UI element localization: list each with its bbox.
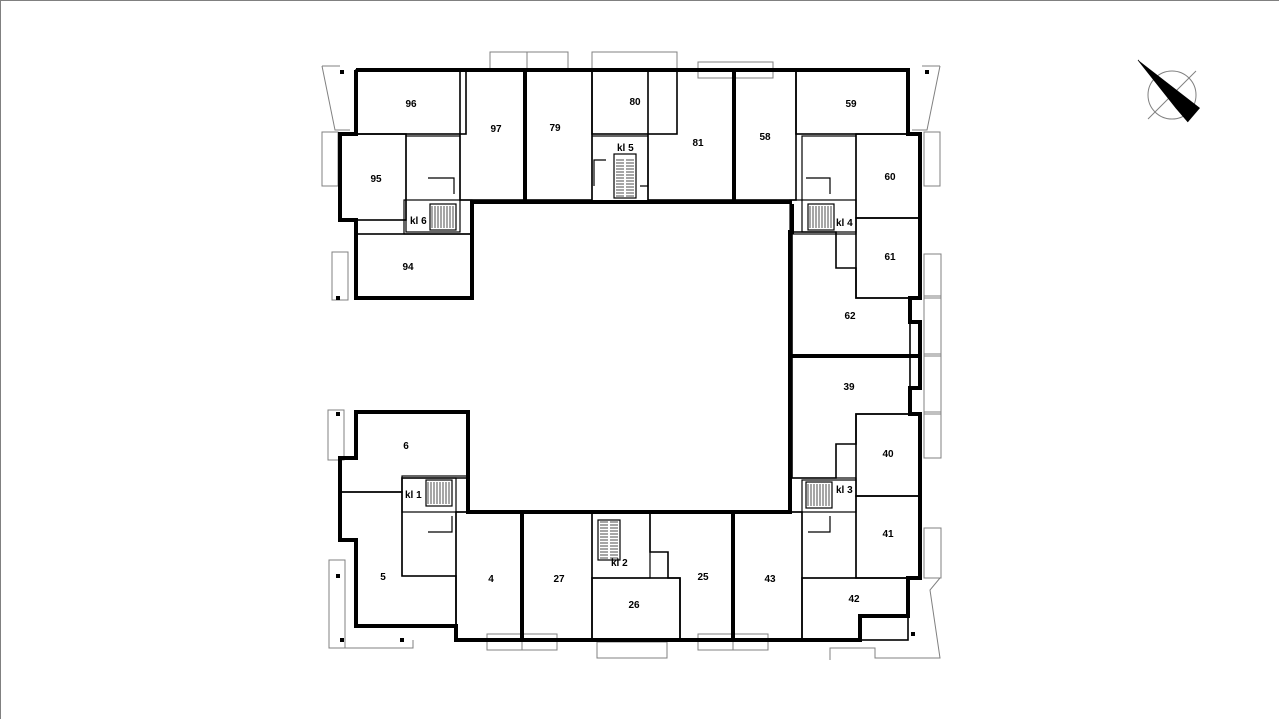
unit-41[interactable]: 41 (855, 495, 921, 579)
unit-60-label: 60 (884, 172, 896, 183)
unit-4[interactable]: 4 (455, 511, 523, 641)
unit-80-label: 80 (629, 97, 641, 108)
north-arrow-icon (1137, 59, 1200, 123)
unit-42[interactable]: 42 (801, 577, 909, 641)
stairwell-kl2[interactable]: kl 2 (591, 511, 651, 579)
unit-79[interactable]: 79 (524, 69, 593, 201)
stairwell-kl1[interactable]: kl 1 (401, 475, 469, 513)
unit-43[interactable]: 43 (732, 511, 803, 641)
units: 96 97 79 80 81 58 59 95 (339, 69, 921, 641)
unit-96-label: 96 (405, 99, 417, 110)
stairwell-kl4[interactable]: kl 4 (789, 199, 857, 235)
unit-4-label: 4 (488, 574, 494, 585)
unit-59[interactable]: 59 (795, 69, 909, 135)
unit-97-label: 97 (490, 124, 502, 135)
stairwell-kl6-label: kl 6 (410, 216, 427, 227)
unit-61[interactable]: 61 (855, 217, 921, 299)
unit-41-label: 41 (882, 529, 894, 540)
stairwell-kl4-label: kl 4 (836, 218, 853, 229)
stairwell-kl1-label: kl 1 (405, 490, 422, 501)
unit-79-label: 79 (549, 123, 561, 134)
stairwell-kl3-label: kl 3 (836, 485, 853, 496)
unit-42-label: 42 (848, 594, 860, 605)
unit-97[interactable]: 97 (459, 69, 526, 201)
unit-62-label: 62 (844, 311, 856, 322)
stairwells: kl 6 kl 5 kl 4 kl 3 kl 2 (401, 135, 857, 579)
unit-25-label: 25 (697, 572, 709, 583)
stairwell-kl2-label: kl 2 (611, 558, 628, 569)
stairwell-kl5-label: kl 5 (617, 143, 634, 154)
unit-58[interactable]: 58 (733, 69, 797, 201)
unit-40[interactable]: 40 (855, 413, 921, 497)
unit-81[interactable]: 81 (647, 69, 735, 201)
unit-26-label: 26 (628, 600, 640, 611)
unit-95-label: 95 (370, 174, 382, 185)
unit-60[interactable]: 60 (855, 133, 921, 219)
unit-94[interactable]: 94 (355, 233, 473, 299)
corridor-walls (401, 135, 857, 579)
unit-26[interactable]: 26 (591, 577, 681, 641)
unit-5-label: 5 (380, 572, 386, 583)
unit-95[interactable]: 95 (339, 133, 407, 221)
unit-59-label: 59 (845, 99, 857, 110)
unit-43-label: 43 (764, 574, 776, 585)
unit-39-label: 39 (843, 382, 855, 393)
unit-6-label: 6 (403, 441, 409, 452)
unit-94-label: 94 (402, 262, 414, 273)
unit-27[interactable]: 27 (521, 511, 593, 641)
unit-58-label: 58 (759, 132, 771, 143)
stairwell-kl6[interactable]: kl 6 (403, 199, 473, 235)
unit-80[interactable]: 80 (591, 69, 678, 135)
unit-40-label: 40 (882, 449, 894, 460)
stairwell-kl5[interactable]: kl 5 (591, 135, 649, 203)
unit-81-label: 81 (692, 138, 704, 149)
unit-96[interactable]: 96 (355, 69, 467, 135)
stairwell-kl3[interactable]: kl 3 (789, 477, 857, 513)
unit-27-label: 27 (553, 574, 565, 585)
unit-61-label: 61 (884, 252, 896, 263)
